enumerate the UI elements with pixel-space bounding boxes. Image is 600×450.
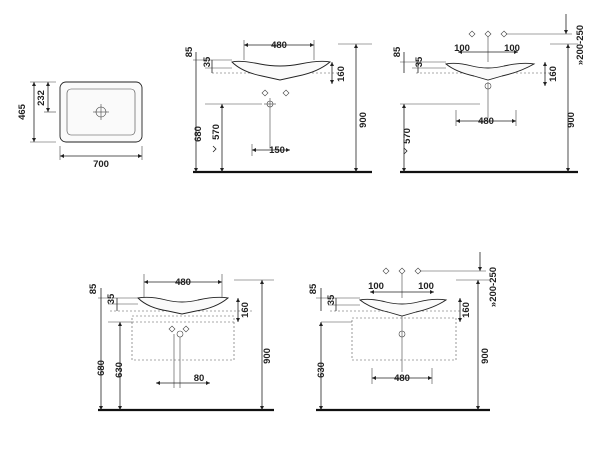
drain-height-label: 570 — [402, 128, 413, 144]
basin-profile — [444, 62, 536, 81]
elevation-a: 480 85 35 160 900 680 570 150 — [184, 40, 372, 174]
height-total-label: 900 — [480, 348, 491, 364]
basin-height-label: 160 — [336, 66, 347, 82]
basin-profile — [358, 298, 448, 317]
bowl-width-label: 480 — [271, 40, 287, 51]
elevation-b: 100 100 »200-250 85 35 160 480 900 570 — [392, 14, 586, 174]
height-rim-label: 680 — [193, 126, 204, 142]
basin-profile — [231, 60, 332, 81]
drain-height-label: 570 — [211, 124, 222, 140]
rim-top-label: 85 — [184, 46, 195, 57]
tap-spacing-left-label: 100 — [454, 43, 470, 54]
plan-view: 465 232 700 — [17, 81, 143, 170]
tap-range-label: »200-250 — [488, 267, 499, 307]
elevation-d: 100 100 »200-250 85 35 160 900 630 480 — [308, 252, 499, 412]
basin-profile — [137, 296, 230, 315]
cabinet-height-label: 630 — [114, 362, 125, 378]
elevation-c: 480 85 35 160 900 680 630 80 — [88, 274, 274, 412]
approx-symbol — [212, 145, 217, 153]
rim-label: 35 — [326, 294, 337, 305]
height-total-label: 900 — [262, 348, 273, 364]
cabinet-height-label: 630 — [316, 362, 327, 378]
cabinet-outline — [351, 317, 457, 361]
wall-connection-symbol — [261, 89, 290, 97]
rim-label: 35 — [202, 56, 213, 67]
rim-top-label: 85 — [308, 283, 319, 294]
bowl-width-label: 480 — [175, 277, 191, 288]
tap-spacing-right-label: 100 — [418, 281, 434, 292]
basin-height-label: 160 — [240, 302, 251, 318]
height-rim-label: 680 — [96, 360, 107, 376]
wall-connection-symbol — [168, 325, 190, 333]
drain-offset-label: 80 — [194, 373, 205, 384]
drain-offset-label: 150 — [269, 145, 285, 156]
tap-range-label: »200-250 — [575, 25, 586, 65]
drain-symbol — [176, 330, 184, 338]
basin-height-label: 160 — [548, 66, 559, 82]
tap-holes-symbol — [468, 30, 508, 38]
tap-spacing-right-label: 100 — [504, 43, 520, 54]
rim-label: 35 — [106, 293, 117, 304]
approx-symbol — [403, 147, 408, 155]
basin-inner-outline — [66, 88, 136, 136]
plan-depth-inner-label: 232 — [36, 90, 47, 106]
cabinet-outline — [131, 315, 235, 361]
basin-height-label: 160 — [461, 302, 472, 318]
plan-depth-total-label: 465 — [17, 103, 28, 120]
rim-label: 35 — [414, 56, 425, 67]
tap-holes-symbol — [382, 267, 422, 275]
plan-width-label: 700 — [93, 159, 109, 170]
bowl-width-label: 480 — [478, 116, 494, 127]
rim-top-label: 85 — [88, 283, 99, 294]
bowl-width-label: 480 — [394, 373, 410, 384]
tap-spacing-left-label: 100 — [368, 281, 384, 292]
rim-top-label: 85 — [392, 46, 403, 57]
height-total-label: 900 — [566, 112, 577, 128]
height-total-label: 900 — [358, 112, 369, 128]
